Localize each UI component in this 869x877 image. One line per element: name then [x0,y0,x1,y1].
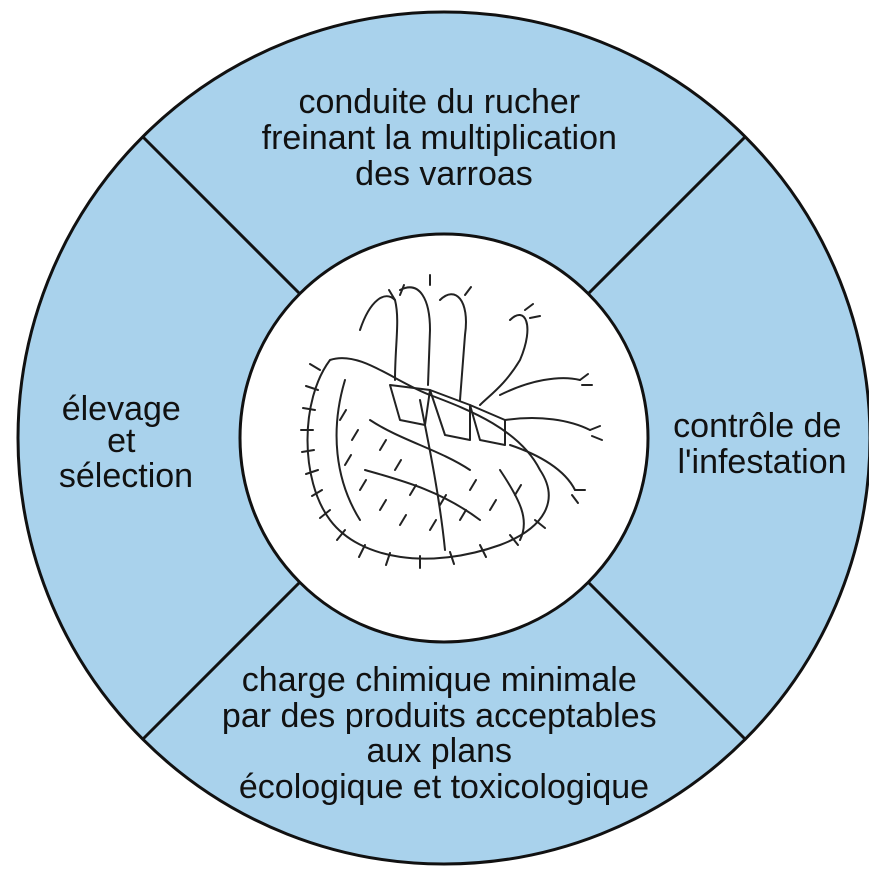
segment-top-line-1: conduite du rucher [298,83,580,121]
segment-bottom-line-3: aux plans [367,732,513,770]
segment-top-line-3: des varroas [355,155,533,193]
segment-bottom-line-2: par des produits acceptables [222,697,657,735]
segment-right-label: contrôle de l'infestation [673,407,851,481]
segment-left-line-3: sélection [59,457,193,495]
segment-right-line-1: contrôle de [673,407,841,445]
segment-right-line-2: l'infestation [677,443,846,481]
segment-top-line-2: freinant la multiplication [262,119,617,157]
segment-bottom-label: charge chimique minimale par des produit… [222,661,666,806]
segment-bottom-line-1: charge chimique minimale [242,661,637,699]
segment-left-line-2: et [107,422,136,460]
segment-bottom-line-4: écologique et toxicologique [239,768,649,806]
center-disk [240,234,648,642]
